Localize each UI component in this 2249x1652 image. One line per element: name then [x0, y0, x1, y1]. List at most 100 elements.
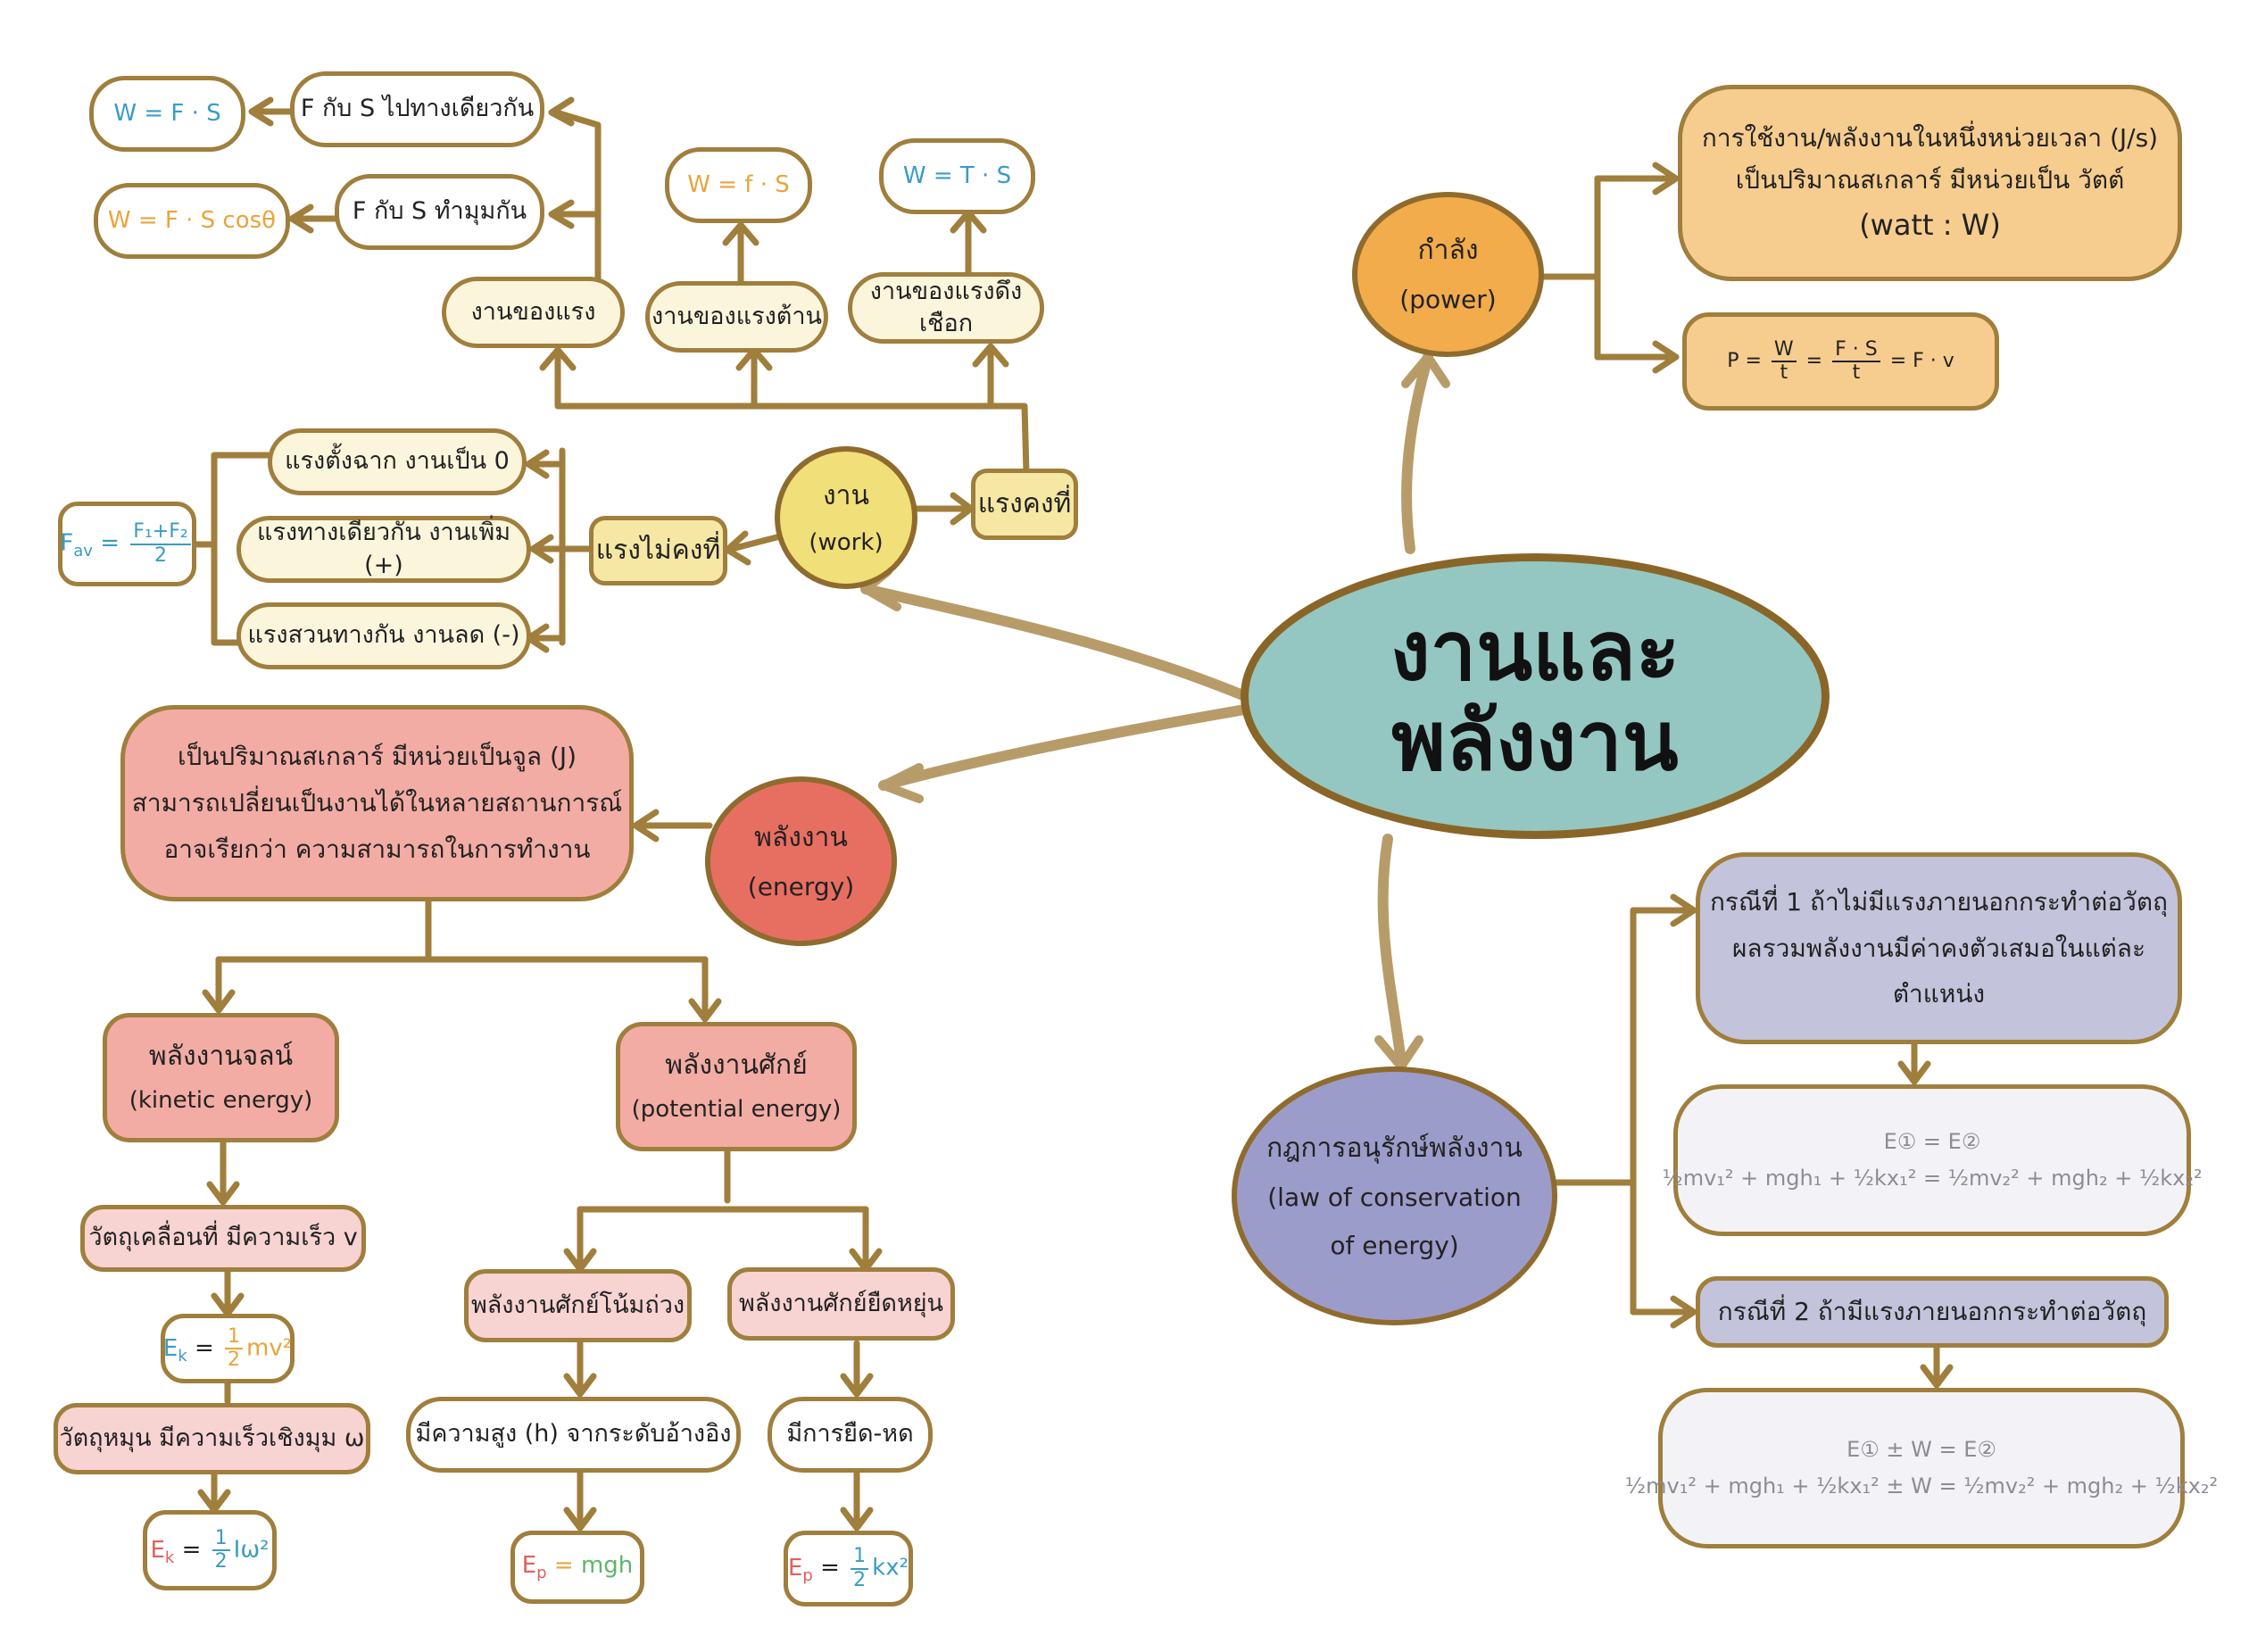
ek-rot-subscript: k — [164, 1548, 175, 1567]
ep-gravity-rhs: mgh — [580, 1551, 634, 1579]
f-angle-label: F กับ S ทำมุมกัน — [352, 197, 527, 226]
case1-line-1: กรณีที่ 1 ถ้าไม่มีแรงภายนอกกระทำต่อวัตถุ — [1709, 886, 2169, 917]
height-condition-box: มีความสูง (h) จากระดับอ้างอิง — [406, 1397, 741, 1473]
conservation-label: กฎการอนุรักษ์พลังงาน — [1266, 1133, 1523, 1165]
energy-node: พลังงาน (energy) — [705, 776, 897, 946]
ek-subscript: k — [178, 1346, 187, 1366]
work-by-tension-box: งานของแรงดึงเชือก — [848, 272, 1044, 344]
gravitational-potential-box: พลังงานศักย์โน้มถ่วง — [464, 1269, 692, 1342]
formula-friction-box: W = f · S — [665, 147, 812, 223]
work-by-tension-label: งานของแรงดึงเชือก — [869, 277, 1023, 337]
potential-energy-box: พลังงานศักย์ (potential energy) — [616, 1022, 857, 1151]
central-topic: งานและพลังงาน — [1241, 553, 1830, 839]
stretch-condition-box: มีการยืด-หด — [768, 1397, 933, 1473]
favg-subscript: av — [73, 542, 93, 561]
power-desc-1: การใช้งาน/พลังงานในหนึ่งหน่วยเวลา (J/s) — [1701, 122, 2159, 153]
opposite-force-box: แรงสวนทางกัน งานลด (-) — [237, 602, 531, 669]
same-direction-force-box: แรงทางเดียวกัน งานเพิ่ม (+) — [237, 516, 531, 583]
variable-force-box: แรงไม่คงที่ — [589, 516, 727, 585]
power-denominator-t2: t — [1852, 361, 1861, 384]
power-formula-fv: = F · v — [1889, 350, 1954, 372]
gravitational-formula-box: Ep = mgh — [510, 1531, 644, 1604]
opposite-force-label: แรงสวนทางกัน งานลด (-) — [247, 621, 520, 650]
perpendicular-force-label: แรงตั้งฉาก งานเป็น 0 — [285, 447, 510, 476]
formula-friction: W = f · S — [687, 170, 790, 198]
ek-half-num: 1 — [225, 1325, 244, 1349]
case2-label: กรณีที่ 2 ถ้ามีแรงภายนอกกระทำต่อวัตถุ — [1717, 1297, 2147, 1327]
ek-rot-half-den: 2 — [214, 1550, 228, 1573]
variable-force-label: แรงไม่คงที่ — [595, 534, 721, 566]
work-node: งาน (work) — [775, 446, 917, 589]
ek-rot-rhs: Iω² — [233, 1536, 270, 1564]
ep-letter: E — [521, 1551, 537, 1579]
ek-rot-half-num: 1 — [212, 1527, 230, 1551]
kinetic-label: พลังงานจลน์ — [148, 1040, 294, 1072]
ep-el-letter: E — [787, 1555, 803, 1581]
ek-rot-letter: E — [150, 1536, 165, 1564]
conservation-sub-1: (law of conservation — [1267, 1183, 1522, 1213]
formula-tension-box: W = T · S — [879, 138, 1035, 214]
rotating-object-label: วัตถุหมุน มีความเร็วเชิงมุม ω — [59, 1424, 365, 1452]
case1-formula-box: E① = E② ½mv₁² + mgh₁ + ½kx₁² = ½mv₂² + m… — [1662, 1084, 2203, 1236]
case2-formula-box: E① ± W = E② ½mv₁² + mgh₁ + ½kx₁² ± W = ½… — [1625, 1388, 2218, 1548]
work-by-friction-box: งานของแรงต้าน — [645, 281, 828, 353]
ek-symbol: Ek — [162, 1334, 187, 1366]
ek-rot-symbol: Ek — [150, 1536, 175, 1567]
f-angle-box: F กับ S ทำมุมกัน — [335, 174, 544, 250]
elastic-potential-label: พลังงานศักย์ยืดหยุ่น — [738, 1289, 944, 1317]
power-formula-p: P — [1727, 350, 1739, 372]
kinetic-sub: (kinetic energy) — [129, 1087, 313, 1115]
same-direction-force-label: แรงทางเดียวกัน งานเพิ่ม (+) — [257, 519, 510, 579]
formula-tension: W = T · S — [902, 162, 1012, 189]
ep-el-subscript: p — [802, 1566, 813, 1586]
kinetic-energy-box: พลังงานจลน์ (kinetic energy) — [103, 1013, 339, 1142]
gravitational-formula: Ep = mgh — [521, 1551, 634, 1582]
case1-formula-2: ½mv₁² + mgh₁ + ½kx₁² = ½mv₂² + mgh₂ + ½k… — [1662, 1166, 2203, 1191]
ep-el-half-den: 2 — [853, 1568, 867, 1591]
potential-sub: (potential energy) — [631, 1096, 842, 1124]
work-sub: (work) — [809, 528, 884, 556]
favg-denominator: 2 — [154, 544, 167, 567]
case1-line-2: ผลรวมพลังงานมีค่าคงตัวเสมอในแต่ละ — [1732, 933, 2145, 963]
rotating-object-box: วัตถุหมุน มีความเร็วเชิงมุม ω — [54, 1403, 370, 1474]
ek-linear-rhs: mv² — [246, 1334, 293, 1362]
gravitational-potential-label: พลังงานศักย์โน้มถ่วง — [470, 1291, 685, 1319]
conservation-node: กฎการอนุรักษ์พลังงาน (law of conservatio… — [1232, 1067, 1557, 1325]
ep-el-half-num: 1 — [851, 1546, 869, 1570]
power-numerator-fs: F · S — [1832, 338, 1880, 362]
power-label: กำลัง — [1417, 235, 1479, 267]
energy-desc-1: เป็นปริมาณสเกลาร์ มีหน่วยเป็นจูล (J) — [177, 742, 577, 772]
ep-symbol: Ep — [521, 1551, 547, 1582]
stretch-condition-label: มีการยืด-หด — [786, 1420, 914, 1449]
energy-desc-2: สามารถเปลี่ยนเป็นงานได้ในหลายสถานการณ์ — [131, 788, 623, 818]
power-node: กำลัง (power) — [1352, 192, 1544, 357]
power-desc-3: (watt : W) — [1859, 208, 2001, 243]
power-numerator-w: W — [1771, 338, 1797, 362]
favg-numerator: F₁+F₂ — [130, 521, 191, 545]
case1-box: กรณีที่ 1 ถ้าไม่มีแรงภายนอกกระทำต่อวัตถุ… — [1696, 852, 2182, 1044]
energy-description-box: เป็นปริมาณสเกลาร์ มีหน่วยเป็นจูล (J) สาม… — [120, 705, 634, 901]
work-by-force-box: งานของแรง — [442, 277, 625, 348]
formula-same-direction: W = F · S — [113, 99, 221, 127]
case1-formula-1: E① = E② — [1883, 1129, 1981, 1155]
ep-subscript: p — [536, 1563, 547, 1582]
ek-letter: E — [162, 1334, 178, 1362]
power-sub: (power) — [1399, 285, 1497, 315]
constant-force-label: แรงคงที่ — [977, 487, 1072, 519]
energy-label: พลังงาน — [754, 821, 848, 853]
moving-object-box: วัตถุเคลื่อนที่ มีความเร็ว v — [80, 1205, 366, 1272]
power-denominator-t: t — [1780, 361, 1788, 384]
energy-desc-3: อาจเรียกว่า ความสามารถในการทำงาน — [163, 834, 591, 864]
f-same-direction-box: F กับ S ไปทางเดียวกัน — [290, 71, 544, 147]
